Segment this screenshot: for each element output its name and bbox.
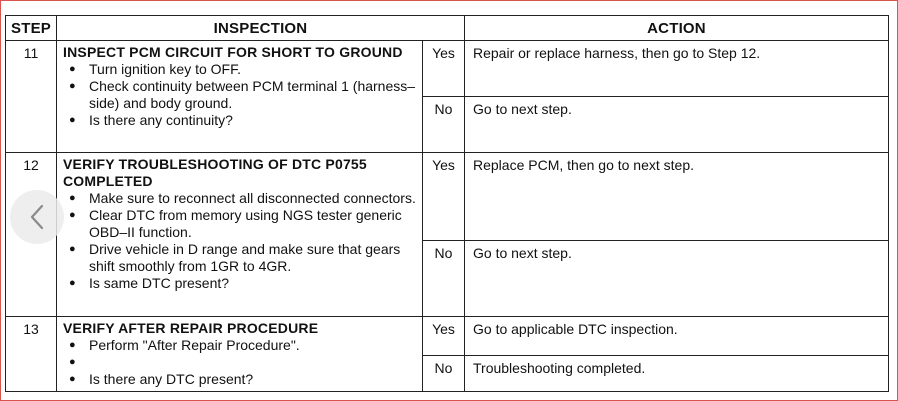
no-action: Go to next step. bbox=[464, 96, 889, 153]
table-row: No Go to next step. bbox=[6, 96, 889, 153]
header-step: STEP bbox=[5, 15, 57, 41]
table-row: 11 INSPECT PCM CIRCUIT FOR SHORT TO GROU… bbox=[5, 40, 889, 153]
list-item: Clear DTC from memory using NGS tester g… bbox=[63, 207, 418, 241]
yes-action: Go to applicable DTC inspection. bbox=[464, 316, 889, 356]
chevron-left-icon bbox=[30, 204, 44, 230]
step-number: 11 bbox=[5, 40, 57, 153]
list-spacer bbox=[63, 354, 418, 371]
list-item: Perform "After Repair Procedure". bbox=[63, 337, 418, 354]
list-item: Is there any DTC present? bbox=[63, 371, 418, 388]
list-item: Make sure to reconnect all disconnected … bbox=[63, 190, 418, 207]
inspection-title: VERIFY AFTER REPAIR PROCEDURE bbox=[63, 320, 319, 336]
yes-label: Yes bbox=[422, 152, 465, 241]
no-action: Troubleshooting completed. bbox=[464, 354, 889, 392]
previous-button[interactable] bbox=[10, 190, 64, 244]
table-row: No Troubleshooting completed. bbox=[6, 354, 889, 392]
table-row: No Go to next step. bbox=[6, 240, 889, 317]
no-label: No bbox=[422, 354, 465, 392]
step-number: 13 bbox=[5, 316, 57, 392]
list-item: Turn ignition key to OFF. bbox=[63, 61, 418, 78]
list-item: Check continuity between PCM terminal 1 … bbox=[63, 78, 418, 112]
troubleshooting-table: STEP INSPECTION ACTION 11 INSPECT PCM CI… bbox=[5, 15, 889, 392]
list-item: Drive vehicle in D range and make sure t… bbox=[63, 241, 418, 275]
inspection-title: INSPECT PCM CIRCUIT FOR SHORT TO GROUND bbox=[63, 44, 403, 60]
yes-label: Yes bbox=[422, 316, 465, 356]
list-item: Is there any continuity? bbox=[63, 112, 418, 129]
no-action: Go to next step. bbox=[464, 240, 889, 317]
inspection-bullets: Perform "After Repair Procedure". Is the… bbox=[63, 337, 418, 388]
header-action: ACTION bbox=[464, 15, 889, 41]
list-item: Is same DTC present? bbox=[63, 275, 418, 292]
yes-label: Yes bbox=[422, 40, 465, 97]
header-inspection: INSPECTION bbox=[56, 15, 465, 41]
inspection-bullets: Make sure to reconnect all disconnected … bbox=[63, 190, 418, 292]
yes-action: Repair or replace harness, then go to St… bbox=[464, 40, 889, 97]
no-label: No bbox=[422, 240, 465, 317]
inspection-cell: VERIFY TROUBLESHOOTING OF DTC P0755 COMP… bbox=[56, 152, 423, 317]
table-header-row: STEP INSPECTION ACTION bbox=[5, 15, 889, 41]
inspection-bullets: Turn ignition key to OFF. Check continui… bbox=[63, 61, 418, 129]
inspection-cell: VERIFY AFTER REPAIR PROCEDURE Perform "A… bbox=[56, 316, 423, 392]
no-label: No bbox=[422, 96, 465, 153]
yes-action: Replace PCM, then go to next step. bbox=[464, 152, 889, 241]
inspection-cell: INSPECT PCM CIRCUIT FOR SHORT TO GROUND … bbox=[56, 40, 423, 153]
inspection-title: VERIFY TROUBLESHOOTING OF DTC P0755 COMP… bbox=[63, 156, 367, 189]
table-row: 13 VERIFY AFTER REPAIR PROCEDURE Perform… bbox=[5, 316, 889, 392]
table-row: 12 VERIFY TROUBLESHOOTING OF DTC P0755 C… bbox=[5, 152, 889, 317]
